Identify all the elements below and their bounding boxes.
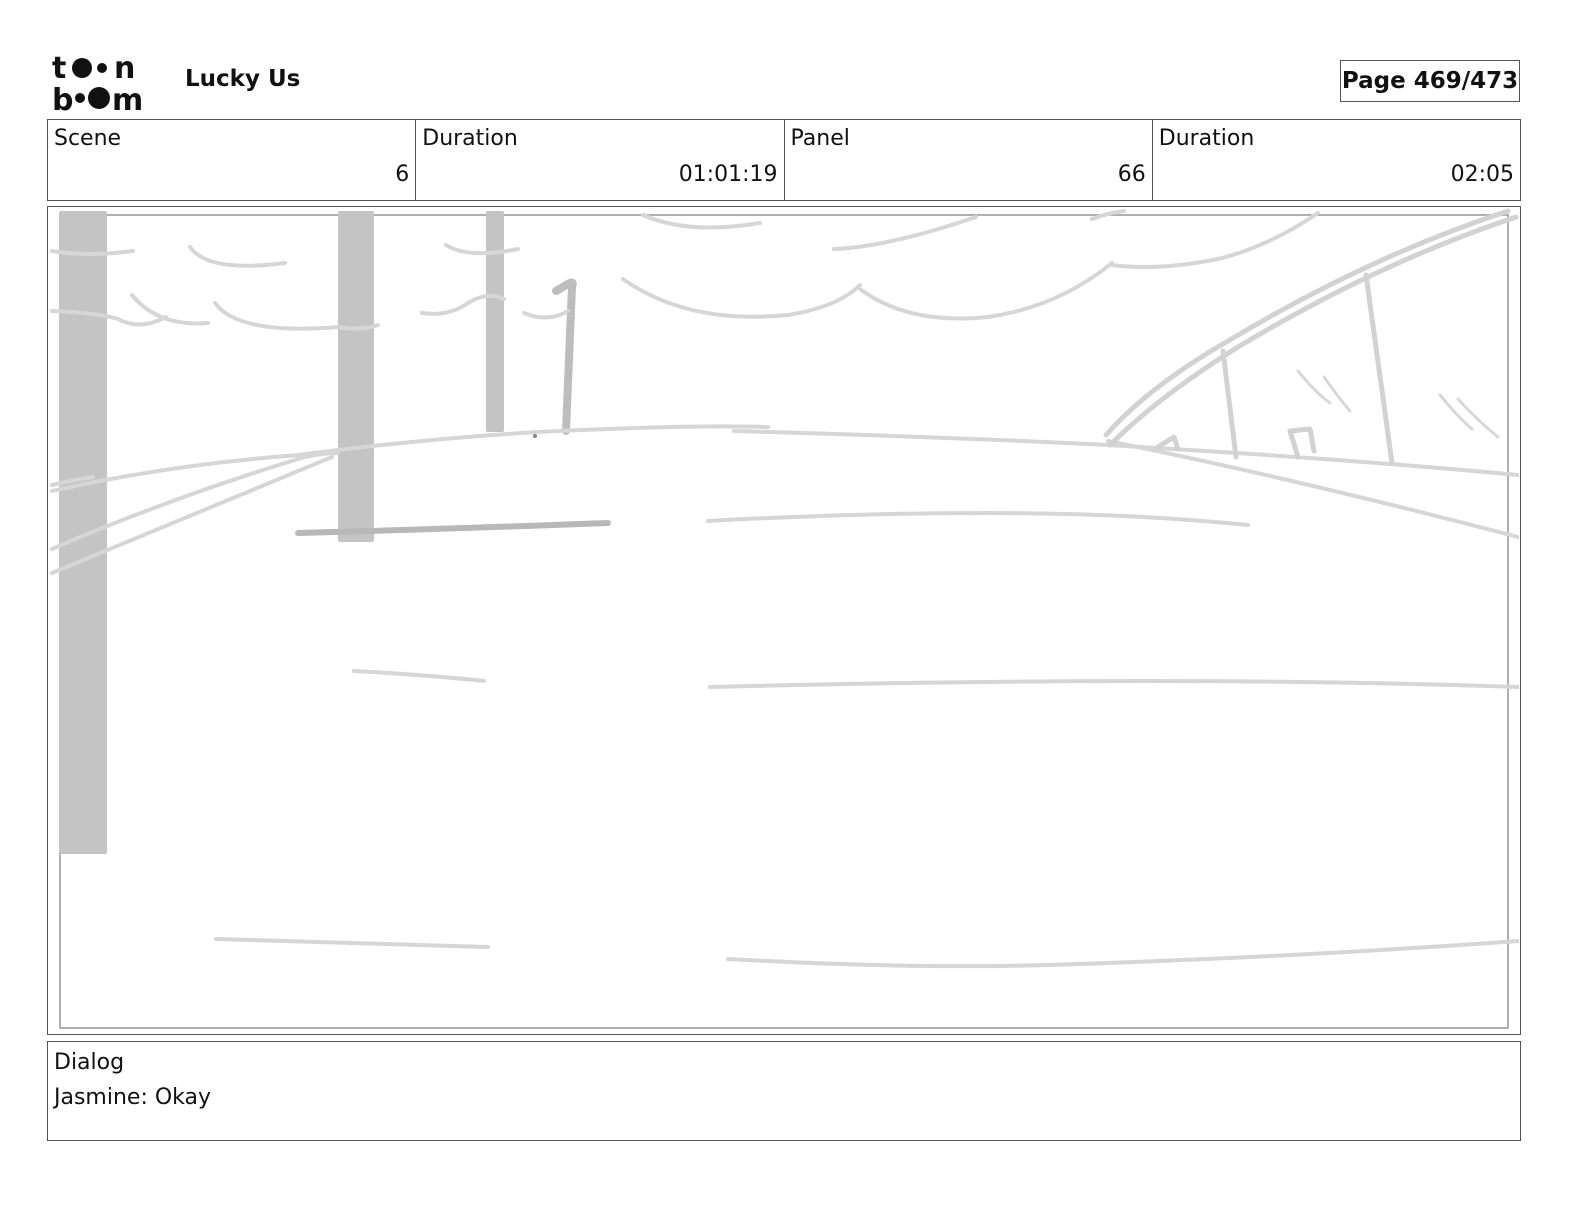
- scene-info-table: Scene 6 Duration 01:01:19 Panel 66 Durat…: [47, 119, 1521, 201]
- storyboard-panel: [47, 206, 1521, 1035]
- svg-text:n: n: [114, 51, 135, 86]
- svg-text:m: m: [112, 83, 143, 112]
- scene-duration-value: 01:01:19: [678, 162, 778, 187]
- scene-label: Scene: [54, 126, 122, 151]
- page-number: Page 469/473: [1340, 60, 1520, 102]
- scene-duration-label: Duration: [422, 126, 518, 151]
- project-title: Lucky Us: [185, 66, 301, 92]
- panel-duration-cell: Duration 02:05: [1153, 120, 1520, 200]
- dialog-box: Dialog Jasmine: Okay: [47, 1041, 1521, 1141]
- svg-text:b: b: [52, 83, 73, 112]
- toonboom-logo-icon: t n b m: [52, 51, 143, 112]
- panel-sketch: [50, 208, 1519, 1029]
- tree-trunk-mid: [338, 211, 374, 542]
- tree-trunk-left: [59, 211, 107, 854]
- dialog-text: Jasmine: Okay: [54, 1085, 212, 1110]
- bench-line: [295, 520, 611, 536]
- tree-trunk-back: [486, 211, 504, 432]
- scene-cell: Scene 6: [48, 120, 417, 200]
- panel-value: 66: [1117, 162, 1146, 187]
- lamp-post: [552, 278, 577, 435]
- panel-duration-value: 02:05: [1450, 162, 1514, 187]
- scene-value: 6: [395, 162, 410, 187]
- dialog-label: Dialog: [54, 1050, 125, 1075]
- panel-cell: Panel 66: [785, 120, 1153, 200]
- panel-duration-label: Duration: [1158, 126, 1255, 151]
- scene-duration-cell: Duration 01:01:19: [416, 120, 785, 200]
- panel-label: Panel: [790, 126, 850, 151]
- safe-frame: [59, 214, 1509, 1029]
- svg-text:t: t: [52, 51, 66, 86]
